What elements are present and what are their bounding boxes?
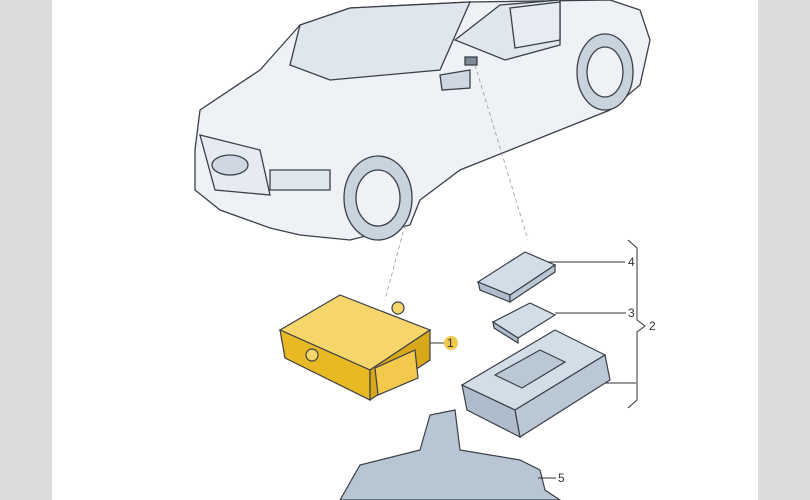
- part-2-central-unit: [460, 329, 611, 439]
- part-3-module: [491, 302, 557, 345]
- leader-lines: [384, 64, 529, 301]
- callout-1: 1: [447, 336, 454, 350]
- part-4-module: [476, 251, 557, 304]
- part-5-bracket: [339, 409, 562, 500]
- callout-1-highlight: [444, 336, 458, 350]
- callout-4: 4: [628, 255, 635, 269]
- callout-lines: [430, 239, 646, 479]
- callout-2: 2: [649, 319, 656, 333]
- car-illustration: [194, 0, 651, 241]
- parts-diagram: 1 2 3 4 5: [52, 0, 758, 500]
- callout-5: 5: [558, 471, 565, 485]
- part-1-control-unit: [278, 294, 432, 402]
- callout-3: 3: [628, 306, 635, 320]
